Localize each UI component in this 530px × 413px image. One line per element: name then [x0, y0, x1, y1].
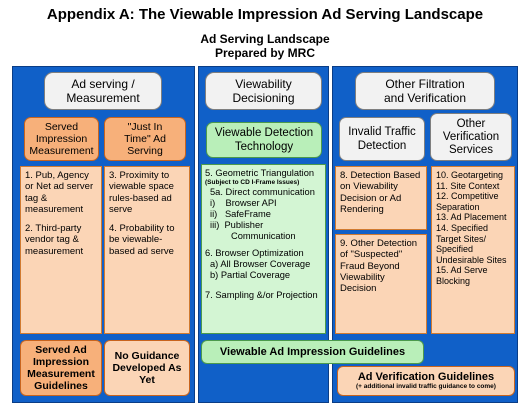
ad-verification-title: Ad Verification Guidelines — [357, 371, 495, 383]
other-verification-body: 10. Geotargeting 11. Site Context 12. Co… — [431, 166, 515, 334]
item-15: 15. Ad Serve Blocking — [436, 265, 488, 286]
item-8: 8. Detection Based on Viewability Decisi… — [340, 170, 421, 215]
viewability-header-line2: Decisioning — [232, 91, 295, 105]
item-5-note: (Subject to CD I-Frame Issues) — [205, 179, 300, 186]
no-guidance-box: No Guidance Developed As Yet — [104, 340, 190, 396]
jit-header-line1: "Just In — [127, 121, 163, 133]
item-6b: b) Partial Coverage — [210, 270, 291, 280]
ad-serving-header-line1: Ad serving / — [71, 77, 135, 91]
viewability-header-line1: Viewability — [235, 77, 292, 91]
just-in-time-body: 3. Proximity to viewable space rules-bas… — [104, 166, 190, 334]
vdt-line1: Viewable Detection — [214, 127, 314, 139]
served-header-line3: Measurement — [29, 145, 94, 157]
item-5a-ii: ii) SafeFrame — [210, 209, 271, 219]
served-impression-body: 1. Pub, Agency or Net ad server tag & me… — [20, 166, 102, 334]
item-6a: a) All Browser Coverage — [210, 259, 311, 269]
item-14: 14. Specified Target Sites/ Specified Un… — [436, 222, 507, 265]
item-5a: 5a. Direct communication — [210, 187, 315, 197]
served-item-2: 2. Third-party vendor tag & measurement — [25, 223, 84, 257]
item-5a-i: i) Browser API — [210, 198, 277, 208]
served-guidelines: Served Ad Impression Measurement Guideli… — [20, 340, 102, 396]
jit-header-line2: Time" Ad — [124, 133, 166, 145]
item-10: 10. Geotargeting — [436, 170, 504, 180]
item-11: 11. Site Context — [436, 180, 500, 191]
viewability-body: 5. Geometric Triangulation (Subject to C… — [201, 164, 326, 334]
item-12: 12. Competitive Separation — [436, 191, 499, 212]
ad-serving-header: Ad serving /Measurement — [44, 72, 162, 110]
vdt-line2: Technology — [234, 141, 294, 153]
ovs-line2: Verification — [442, 130, 500, 143]
jit-item-3: 3. Proximity to viewable space rules-bas… — [109, 170, 174, 215]
served-item-1: 1. Pub, Agency or Net ad server tag & me… — [25, 170, 94, 215]
item-9: 9. Other Detection of "Suspected" Fraud … — [340, 238, 418, 295]
subtitle-line-2: Prepared by MRC — [214, 46, 316, 60]
item-13: 13. Ad Placement — [436, 212, 507, 223]
ad-serving-header-line2: Measurement — [66, 91, 140, 105]
ovs-line3: Services — [448, 143, 494, 156]
detection-viewability-box: 8. Detection Based on Viewability Decisi… — [335, 166, 427, 230]
served-header-line1: Served — [44, 121, 79, 133]
ovs-line1: Other — [456, 117, 486, 130]
item-7: 7. Sampling &/or Projection — [205, 290, 318, 300]
subtitle-line-1: Ad Serving Landscape — [200, 32, 330, 46]
page-title: Appendix A: The Viewable Impression Ad S… — [46, 6, 484, 23]
other-filtration-header-line2: and Verification — [383, 91, 467, 105]
ad-verification-note: (+ additional invalid traffic guidance t… — [356, 383, 496, 390]
ivt-line1: Invalid Traffic — [348, 126, 416, 138]
other-filtration-header-line1: Other Filtration — [385, 77, 465, 91]
item-5a-iii-1: iii) Publisher — [210, 220, 264, 230]
viewable-guidelines: Viewable Ad Impression Guidelines — [201, 340, 424, 364]
item-6: 6. Browser Optimization — [205, 248, 304, 258]
ivt-line2: Detection — [357, 140, 407, 152]
ad-verification-guidelines: Ad Verification Guidelines (+ additional… — [337, 366, 515, 396]
jit-header-line3: Serving — [127, 145, 163, 157]
jit-item-4: 4. Probability to be viewable-based ad s… — [109, 223, 175, 257]
served-header-line2: Impression — [35, 133, 88, 145]
item-5: 5. Geometric Triangulation — [205, 168, 315, 178]
other-detection-box: 9. Other Detection of "Suspected" Fraud … — [335, 234, 427, 334]
item-5a-iii-2: Communication — [231, 231, 296, 241]
